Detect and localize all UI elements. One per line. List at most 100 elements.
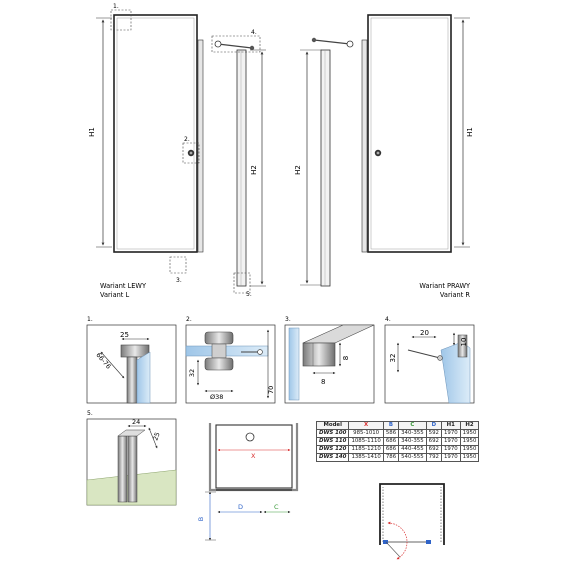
table-row: DWS 100 985-1010 586 340-355 592 1970 19… bbox=[315, 429, 480, 438]
swing-plan bbox=[379, 483, 445, 560]
h2-left-label: H2 bbox=[250, 165, 258, 175]
left-stabilizer-mount bbox=[214, 40, 222, 48]
detail-3-dim-h: 8 bbox=[342, 356, 350, 360]
header-b: B bbox=[382, 421, 400, 430]
cell-b: 686 bbox=[382, 437, 400, 446]
swing-plan-walls bbox=[379, 483, 445, 545]
swing-plan-hinge-left bbox=[383, 540, 388, 544]
h2-right-label: H2 bbox=[294, 165, 302, 175]
variant-left-title-en: Variant L bbox=[100, 291, 129, 299]
detail-4-dim-h: 10 bbox=[460, 338, 468, 347]
detail-3-dim-w: 8 bbox=[321, 378, 325, 386]
detail-3-glass bbox=[288, 327, 300, 401]
right-stabilizer-mount bbox=[346, 40, 354, 48]
right-stabilizer-end bbox=[311, 37, 317, 43]
detail-4: 4. 20 10 32 bbox=[384, 316, 475, 404]
detail-1-number: 1. bbox=[87, 316, 93, 323]
swing-arc-outward bbox=[396, 541, 408, 560]
detail-2-knob-stem bbox=[211, 343, 227, 359]
plan-dim-d: D bbox=[238, 503, 243, 511]
cell-c: 340-355 bbox=[398, 437, 427, 446]
callout-5: 5. bbox=[246, 291, 252, 298]
detail-2-bar-end bbox=[257, 349, 263, 355]
header-x: X bbox=[348, 421, 384, 430]
callout-3: 3. bbox=[176, 277, 182, 284]
left-side-panel-profile bbox=[236, 49, 247, 287]
detail-5-dim-a: 24 bbox=[132, 418, 140, 426]
detail-1-glass bbox=[136, 351, 151, 404]
cell-x: 985-1010 bbox=[348, 429, 384, 438]
cell-h1: 1970 bbox=[440, 437, 461, 446]
left-wall-profile bbox=[197, 39, 204, 253]
detail-1-dim-a: 25 bbox=[120, 331, 129, 339]
detail-3-seal-face bbox=[302, 342, 336, 367]
detail-5-dim-b: 25 bbox=[151, 431, 161, 442]
detail-2-knob-bottom bbox=[204, 357, 234, 371]
cell-d: 592 bbox=[425, 429, 442, 438]
cell-h2: 1950 bbox=[459, 429, 480, 438]
cell-h1: 1970 bbox=[440, 445, 461, 454]
right-door-leaf bbox=[367, 14, 452, 253]
cell-h1: 1970 bbox=[440, 429, 461, 438]
swing-plan-open-door bbox=[385, 541, 401, 558]
detail-4-stabilizer-bar bbox=[407, 349, 441, 359]
header-h2: H2 bbox=[459, 421, 480, 430]
h1-right-label: H1 bbox=[466, 127, 474, 137]
cell-h2: 1950 bbox=[459, 453, 480, 462]
detail-2-marker bbox=[182, 142, 200, 164]
detail-4-dim-w: 20 bbox=[420, 329, 429, 337]
detail-1-dim-b-line bbox=[100, 351, 125, 379]
detail-1: 1. 25 66-76 bbox=[86, 316, 177, 404]
left-door-glass-edge bbox=[116, 17, 195, 250]
right-handle-center bbox=[376, 151, 380, 155]
callout-4-left: 4. bbox=[251, 29, 257, 36]
detail-5-profile-left bbox=[117, 435, 128, 503]
swing-plan-hinge-right bbox=[426, 540, 431, 544]
detail-5-profile-right bbox=[127, 435, 138, 503]
detail-2-dim-base: 70 bbox=[267, 386, 275, 394]
left-stabilizer-end bbox=[249, 45, 255, 51]
left-handle-center bbox=[189, 151, 193, 155]
detail-1-profile bbox=[126, 356, 138, 404]
header-model: Model bbox=[315, 421, 350, 430]
spec-table-header: Model X B C D H1 H2 bbox=[315, 421, 480, 430]
variant-right-elevation: H2 H1 Wariant PRAWY Variant R bbox=[294, 14, 474, 299]
cell-d: 792 bbox=[425, 453, 442, 462]
left-stabilizer-bar bbox=[217, 43, 253, 49]
detail-2-knob-top bbox=[204, 331, 234, 345]
detail-2-dim-h: 32 bbox=[188, 369, 196, 377]
cell-h2: 1950 bbox=[459, 437, 480, 446]
header-h1: H1 bbox=[440, 421, 461, 430]
variant-left-title-pl: Wariant LEWY bbox=[100, 282, 147, 290]
detail-2: 2. 32 70 Ø38 bbox=[185, 316, 276, 404]
cell-x: 1185-1210 bbox=[348, 445, 384, 454]
cell-h2: 1950 bbox=[459, 445, 480, 454]
detail-5-dim-b-line bbox=[148, 427, 158, 449]
detail-5: 5. 24 25 bbox=[86, 410, 177, 506]
detail-2-dia: Ø38 bbox=[210, 393, 223, 401]
cell-model: DWS 120 bbox=[315, 445, 350, 454]
plan-dim-x: X bbox=[251, 452, 256, 460]
detail-2-number: 2. bbox=[186, 316, 192, 323]
detail-1-marker-left bbox=[110, 9, 132, 31]
cell-c: 540-555 bbox=[398, 453, 427, 462]
cell-model: DWS 100 bbox=[315, 429, 350, 438]
detail-5-profile-top bbox=[117, 429, 146, 437]
plan-view: X D C B bbox=[197, 423, 299, 541]
detail-4-marker-left bbox=[211, 35, 261, 53]
callout-2: 2. bbox=[184, 136, 190, 143]
cell-model: DWS 110 bbox=[315, 437, 350, 446]
detail-5-marker bbox=[233, 272, 251, 294]
detail-5-number: 5. bbox=[87, 410, 93, 417]
detail-3-marker bbox=[169, 256, 187, 274]
variant-right-title-pl: Wariant PRAWY bbox=[419, 282, 471, 290]
right-wall-profile bbox=[361, 39, 368, 253]
detail-2-glass-section bbox=[185, 345, 269, 357]
plan-drain bbox=[245, 432, 255, 442]
cell-h1: 1970 bbox=[440, 453, 461, 462]
table-row: DWS 140 1385-1410 786 540-555 792 1970 1… bbox=[315, 453, 480, 462]
left-door-leaf bbox=[113, 14, 198, 253]
detail-3-number: 3. bbox=[285, 316, 291, 323]
